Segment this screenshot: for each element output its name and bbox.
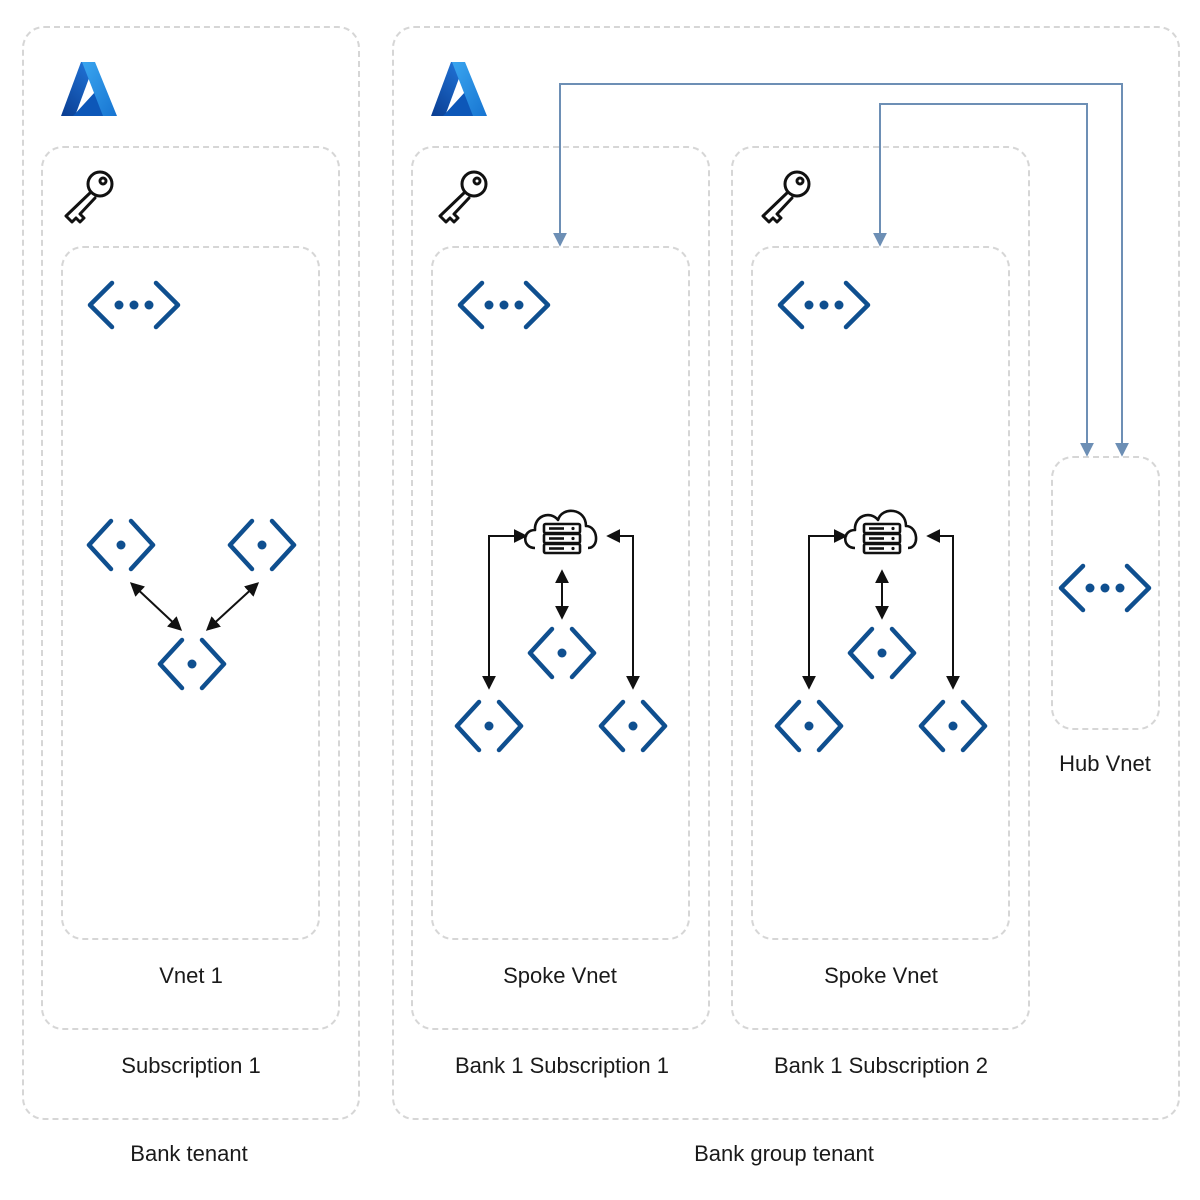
azure-logo-icon bbox=[431, 62, 487, 116]
bank-tenant-label: Bank tenant bbox=[130, 1141, 248, 1166]
hub-vnet-container bbox=[1051, 456, 1160, 730]
gateway-link-arrow bbox=[606, 529, 640, 690]
vnet-1-label: Vnet 1 bbox=[159, 963, 223, 988]
cloud-server-icon bbox=[843, 509, 918, 555]
bank-group-tenant-container bbox=[392, 26, 1180, 1120]
subnet-icon bbox=[777, 702, 841, 750]
bank1-subscription-1-label: Bank 1 Subscription 1 bbox=[454, 1053, 670, 1078]
subnet-icon bbox=[457, 702, 521, 750]
subnet-icon bbox=[160, 640, 224, 688]
bank-tenant-container bbox=[22, 26, 360, 1120]
hub-peering-line-2 bbox=[873, 103, 1094, 457]
virtual-network-icon bbox=[460, 283, 548, 327]
subnet-icon bbox=[89, 521, 153, 569]
subnet-link-arrow bbox=[205, 582, 260, 631]
subnet-icon bbox=[601, 702, 665, 750]
subnet-link-arrow bbox=[129, 582, 183, 631]
virtual-network-icon bbox=[780, 283, 868, 327]
bank-group-tenant-label: Bank group tenant bbox=[694, 1141, 874, 1166]
subnet-icon bbox=[230, 521, 294, 569]
key-icon bbox=[438, 170, 488, 224]
subnet-icon bbox=[921, 702, 985, 750]
azure-logo-icon bbox=[61, 62, 117, 116]
gateway-link-arrow bbox=[926, 529, 960, 690]
virtual-network-icon bbox=[90, 283, 178, 327]
bank1-subscription-2-label: Bank 1 Subscription 2 bbox=[773, 1053, 989, 1078]
subnet-icon bbox=[850, 629, 914, 677]
gateway-link-arrow bbox=[482, 529, 528, 690]
gateway-link-arrow bbox=[802, 529, 848, 690]
vnet-1-container bbox=[61, 246, 320, 940]
subscription-1-label: Subscription 1 bbox=[121, 1053, 261, 1078]
cloud-server-icon bbox=[523, 509, 598, 555]
key-icon bbox=[761, 170, 811, 224]
spoke-vnet-1-label: Spoke Vnet bbox=[503, 963, 617, 988]
subscription-1-container bbox=[41, 146, 340, 1030]
hub-peering-line-1 bbox=[553, 83, 1129, 457]
subnet-icon bbox=[530, 629, 594, 677]
key-icon bbox=[64, 170, 114, 224]
spoke-vnet-2-label: Spoke Vnet bbox=[824, 963, 938, 988]
virtual-network-icon bbox=[1061, 566, 1149, 610]
hub-vnet-label: Hub Vnet bbox=[1059, 751, 1151, 776]
